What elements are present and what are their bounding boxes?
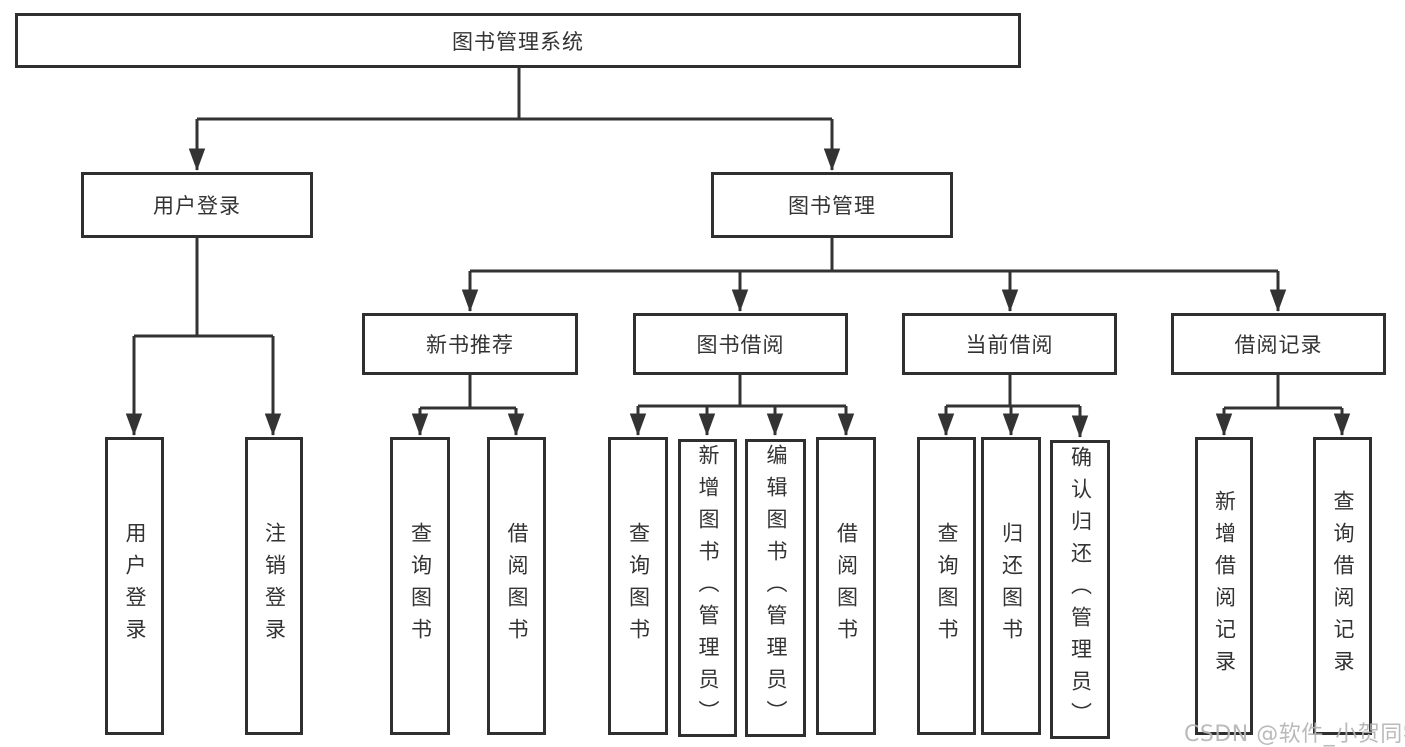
node-label: 新增图书（管理员）: [696, 444, 720, 732]
node-label: 查询图书: [626, 522, 651, 650]
node-borrowing-records: 借阅记录: [1171, 313, 1386, 375]
node-label: 归还图书: [999, 522, 1024, 650]
leaf-logout: 注销登录: [245, 437, 303, 735]
node-current-borrowing: 当前借阅: [902, 313, 1117, 375]
node-label: 借阅图书: [834, 522, 859, 650]
node-label: 用户登录: [123, 522, 147, 650]
node-label: 新增借阅记录: [1212, 490, 1237, 682]
node-label: 确认归还（管理员）: [1068, 445, 1093, 734]
leaf-query-books-borrowing: 查询图书: [608, 437, 668, 735]
node-library-management-system: 图书管理系统: [15, 13, 1021, 68]
leaf-query-books-current: 查询图书: [917, 437, 976, 735]
node-new-book-recommendation: 新书推荐: [362, 313, 578, 375]
node-label: 注销登录: [262, 522, 287, 650]
leaf-edit-book-admin: 编辑图书（管理员）: [745, 439, 806, 737]
node-label: 编辑图书（管理员）: [764, 444, 788, 732]
node-label: 查询图书: [408, 522, 433, 650]
leaf-borrow-books-borrowing: 借阅图书: [816, 437, 876, 735]
leaf-query-books-recommend: 查询图书: [390, 437, 450, 735]
node-label: 图书管理: [788, 194, 876, 218]
node-label: 当前借阅: [965, 333, 1054, 357]
leaf-borrow-books-recommend: 借阅图书: [487, 437, 546, 735]
node-label: 图书管理系统: [452, 29, 584, 54]
node-book-management: 图书管理: [711, 172, 953, 238]
leaf-query-borrow-record: 查询借阅记录: [1313, 437, 1372, 735]
leaf-user-login: 用户登录: [105, 437, 164, 735]
node-label: 查询借阅记录: [1331, 490, 1355, 682]
node-label: 图书借阅: [696, 333, 785, 357]
csdn-watermark: CSDN @软件_小贺同学: [1184, 722, 1405, 747]
node-label: 用户登录: [153, 194, 241, 218]
node-label: 借阅图书: [505, 522, 529, 650]
node-user-login: 用户登录: [81, 172, 313, 238]
node-label: 查询图书: [935, 522, 959, 650]
leaf-return-books: 归还图书: [981, 437, 1041, 735]
node-book-borrowing: 图书借阅: [633, 313, 848, 375]
node-label: 新书推荐: [426, 333, 514, 357]
leaf-add-borrow-record: 新增借阅记录: [1195, 437, 1253, 735]
node-label: 借阅记录: [1234, 333, 1323, 357]
leaf-confirm-return-admin: 确认归还（管理员）: [1050, 440, 1110, 739]
leaf-add-book-admin: 新增图书（管理员）: [678, 439, 737, 737]
